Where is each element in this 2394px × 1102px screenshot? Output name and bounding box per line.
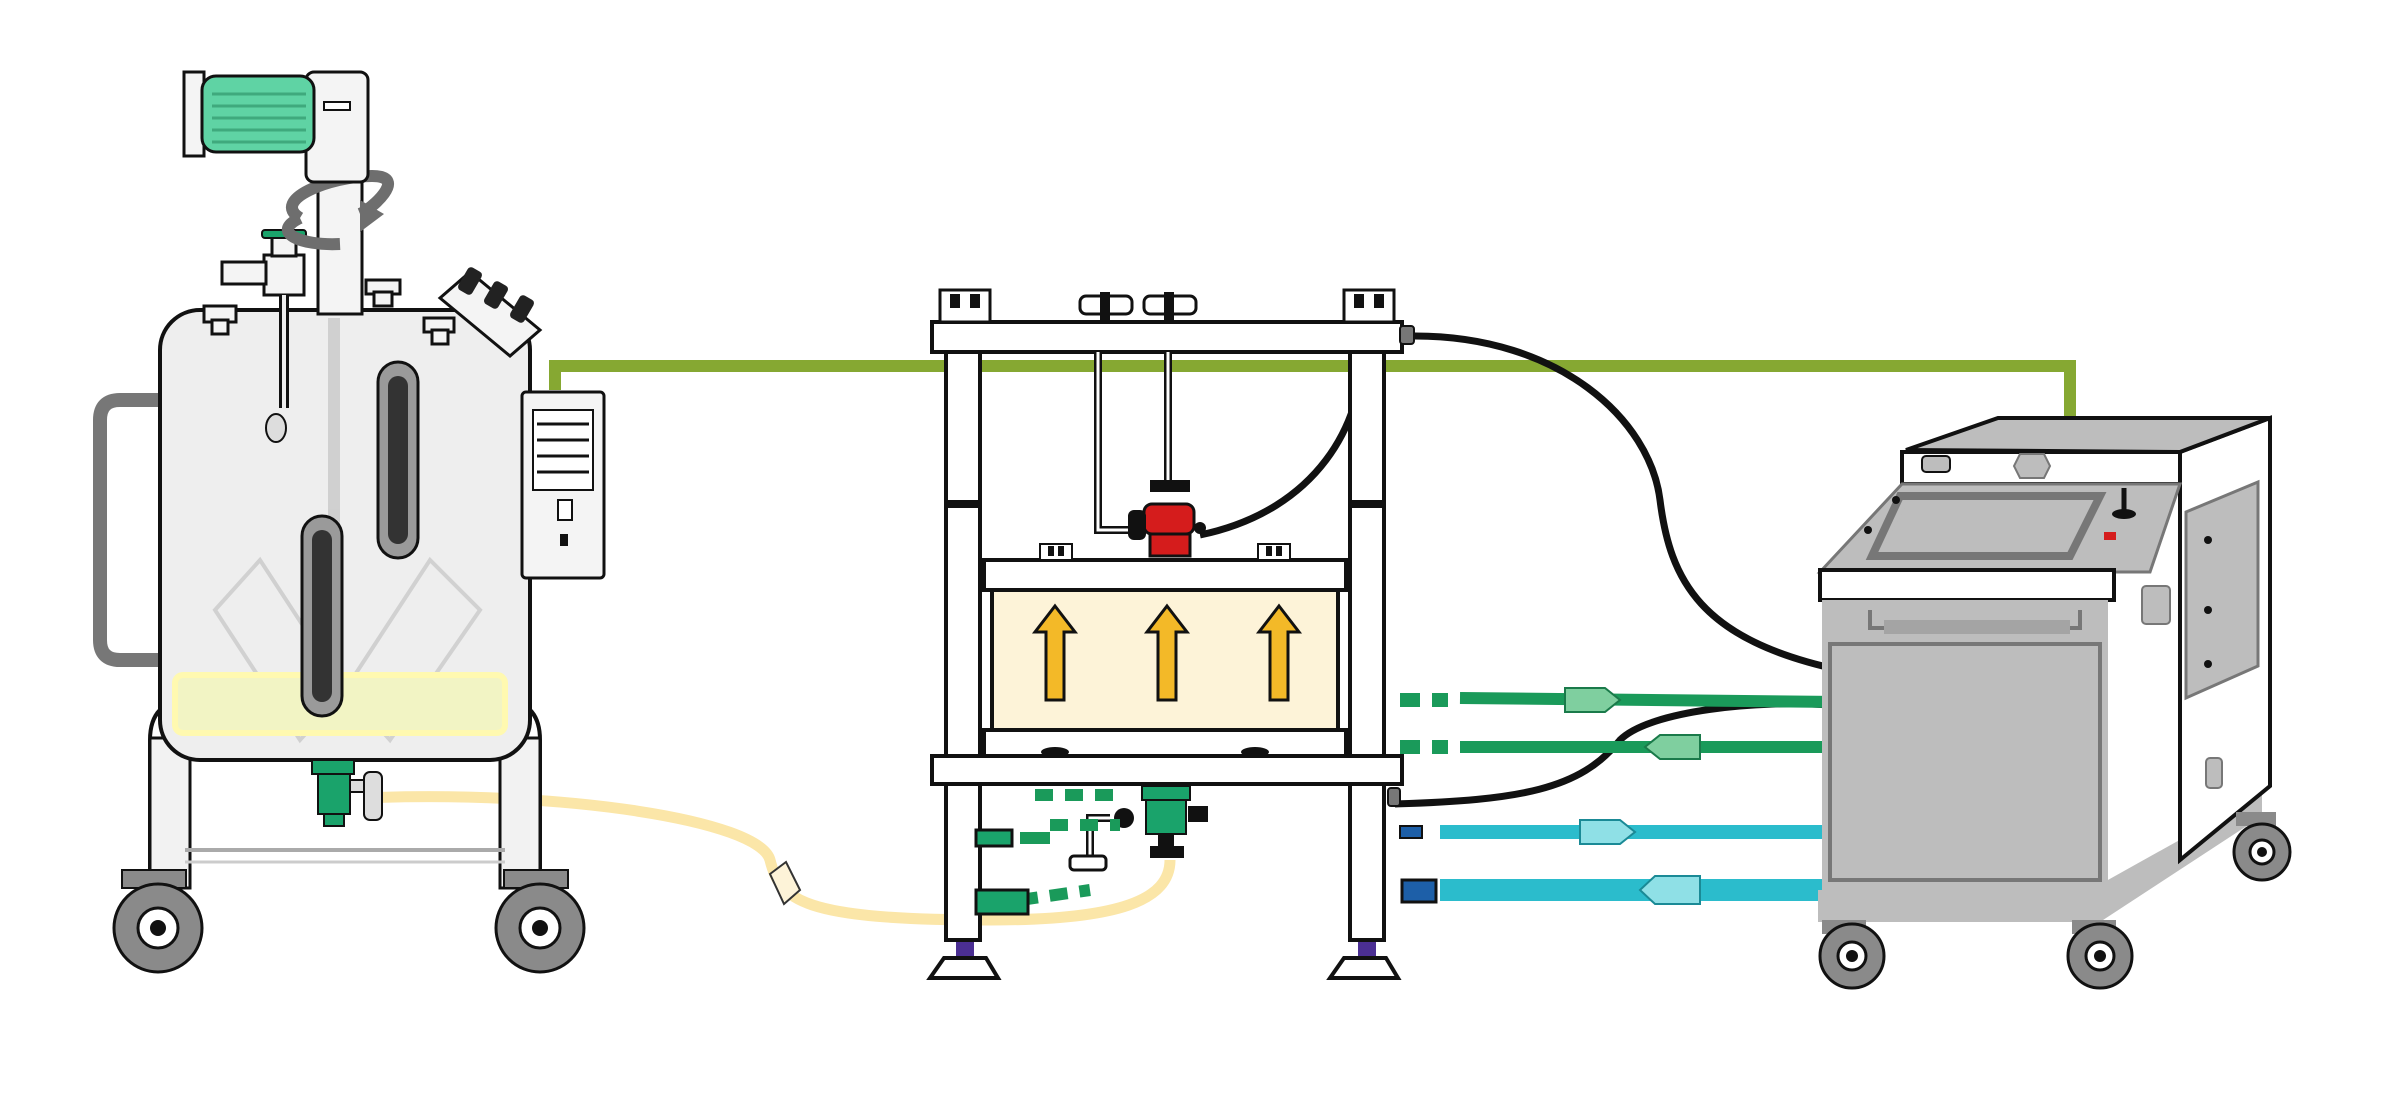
joystick-icon <box>2112 488 2136 519</box>
flow-direction-left-icon <box>1643 734 1701 760</box>
nut-icon <box>1257 543 1291 561</box>
nut-icon <box>1039 543 1073 561</box>
press-top-plate <box>930 320 1404 354</box>
emergency-stop-icon <box>2104 532 2116 540</box>
coolant-supply-2 <box>1399 819 1840 845</box>
caster-wheel-icon <box>2066 920 2134 990</box>
upward-flow-arrow-icon <box>1255 603 1303 702</box>
press-leg-right <box>1348 334 1386 942</box>
flow-direction-right-icon <box>1579 819 1637 845</box>
dashed-coolant-lines <box>1019 789 1120 906</box>
vessel-handle <box>93 393 160 667</box>
indicator-dot-icon <box>560 534 568 546</box>
adjustable-foot-icon <box>1326 938 1402 980</box>
caster-wheel-icon <box>112 869 204 974</box>
red-filter-valve-icon <box>1128 480 1206 558</box>
filter-press <box>926 288 1415 980</box>
sight-glass-icon <box>300 514 344 718</box>
vent-slats-icon <box>532 409 594 491</box>
vessel-control-box <box>520 390 606 580</box>
rotation-arrow-icon <box>286 169 394 224</box>
side-panel-icon <box>2184 479 2260 701</box>
sensor-cable-filter <box>1199 354 1366 539</box>
upward-flow-arrow-icon <box>1143 603 1191 702</box>
coolant-return-1 <box>1400 734 1840 760</box>
coolant-return-2 <box>1400 875 1840 905</box>
fitting-icon <box>1078 292 1134 322</box>
nut-icon <box>1342 288 1396 324</box>
coupling-icon <box>1400 878 1438 904</box>
filter-top-plate <box>982 558 1348 592</box>
bottom-drain-valve-icon <box>311 759 383 827</box>
press-leg-left <box>944 334 982 942</box>
flow-direction-right-icon <box>1564 687 1622 713</box>
sensor-cable-bottom <box>1394 700 1831 808</box>
caster-wheel-icon <box>1818 920 1886 990</box>
coupling-icon <box>1399 825 1423 839</box>
upward-flow-arrow-icon <box>1031 603 1079 702</box>
coupling-icon <box>974 828 1014 848</box>
temperature-control-unit <box>1816 415 2292 990</box>
sensor-cable-top <box>1414 332 1841 674</box>
probe-manifold-icon <box>437 267 543 358</box>
filter-bottom-plate <box>982 728 1348 758</box>
green-outlet-valve-icon <box>1114 785 1208 858</box>
port-icon <box>422 316 456 346</box>
transfer-tube <box>364 791 1176 926</box>
unit-front-door <box>1828 642 2102 882</box>
tube-connector-icon <box>768 860 802 906</box>
switch-icon <box>557 499 573 521</box>
sight-glass-icon <box>376 360 420 560</box>
fitting-icon <box>1142 292 1198 322</box>
coupling-icon <box>974 888 1030 916</box>
press-base-plate <box>930 754 1404 786</box>
coolant-supply-1 <box>1400 687 1841 713</box>
nut-icon <box>938 288 992 324</box>
port-icon <box>364 278 402 308</box>
adjustable-foot-icon <box>926 938 1002 980</box>
mixing-vessel <box>93 70 586 974</box>
port-icon <box>202 304 238 336</box>
signal-line <box>549 360 2076 420</box>
caster-wheel-icon <box>494 869 586 974</box>
flow-direction-left-icon <box>1638 875 1701 905</box>
agitator-motor-icon <box>182 70 370 184</box>
caster-wheel-icon <box>2232 812 2292 882</box>
connections <box>364 332 2076 926</box>
